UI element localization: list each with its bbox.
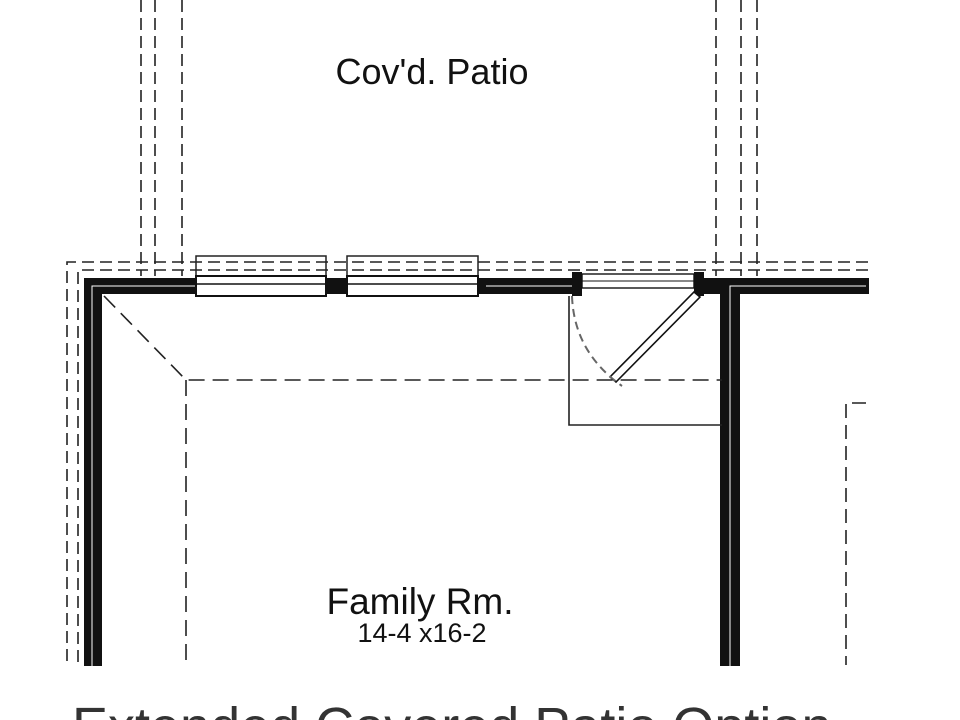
family-room-dimensions: 14-4 x16-2	[357, 618, 486, 648]
interior-thin-wall	[568, 296, 722, 426]
patio-dashed-lines	[140, 0, 758, 276]
window-headers	[195, 255, 479, 276]
right-dashed-element	[845, 402, 866, 665]
patio-label: Cov'd. Patio	[336, 51, 529, 92]
door	[571, 272, 704, 387]
family-room-label: Family Rm.	[326, 581, 513, 622]
plan-caption-text: Extended Covered Patio Option	[72, 700, 952, 720]
plan-caption: Extended Covered Patio Option	[72, 700, 952, 720]
windows	[195, 275, 479, 297]
wall-inner-lines	[91, 285, 866, 666]
foundation-dashed-outline	[66, 261, 868, 665]
ceiling-dashed-lines	[103, 295, 722, 665]
